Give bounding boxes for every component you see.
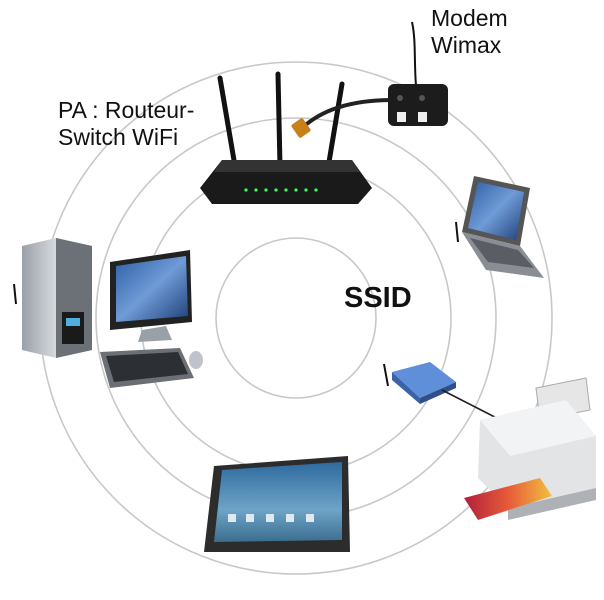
access-point-label-line-1: PA : Routeur- [58,97,195,123]
keyboard [100,348,194,388]
signal-ring [215,237,377,399]
modem-label-line-1: Modem [431,5,508,31]
laptop [455,176,544,278]
access-point-label-line-2: Switch WiFi [58,124,179,150]
mouse [189,351,203,369]
ssid-label: SSID [344,282,412,314]
desktop-computer [13,238,92,358]
printer [464,377,596,520]
tablet [204,456,350,552]
wimax-modem [388,21,448,126]
wifi-router [200,71,393,204]
monitor [110,250,192,342]
modem-label: Modem Wimax [431,5,508,59]
wifi-adapter [383,362,525,433]
modem-label-line-2: Wimax [431,32,502,58]
access-point-label: PA : Routeur- Switch WiFi [58,97,194,151]
